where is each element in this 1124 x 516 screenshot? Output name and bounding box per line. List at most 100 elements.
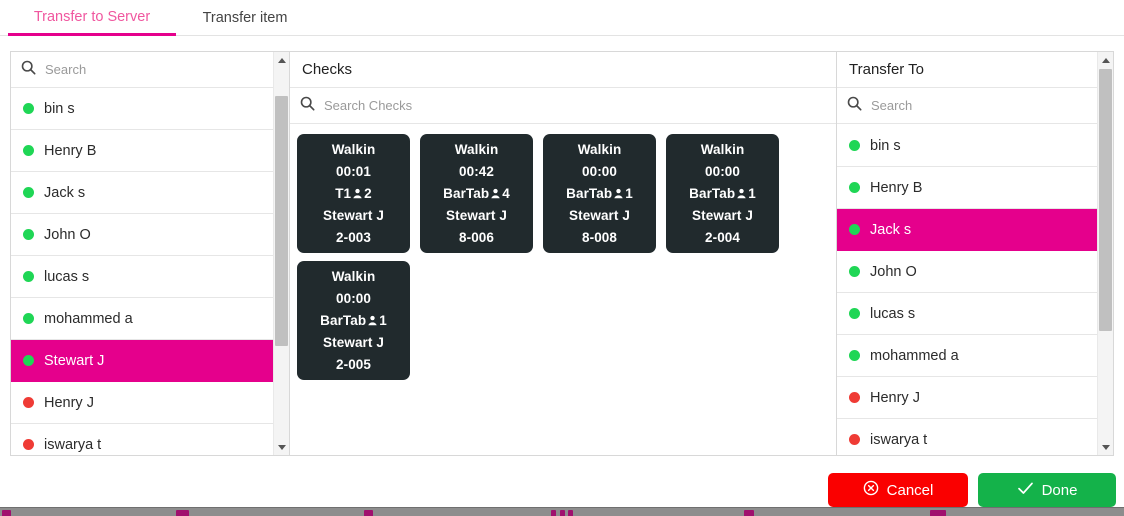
cancel-button-label: Cancel	[886, 481, 934, 499]
servers-scroll-thumb[interactable]	[275, 96, 288, 346]
check-card-table: BarTab	[566, 185, 613, 201]
taskbar-icon-7[interactable]	[744, 510, 754, 516]
transfer-to-search-row[interactable]: Search	[837, 88, 1113, 124]
chevron-down-icon	[1101, 444, 1110, 450]
checks-search-input[interactable]: Search Checks	[324, 98, 413, 113]
search-icon	[300, 96, 315, 116]
servers-scrollbar[interactable]	[273, 52, 289, 455]
servers-search-row[interactable]: Search	[11, 52, 289, 88]
status-dot-online-icon	[23, 187, 34, 198]
dialog-footer: Cancel Done	[0, 468, 1124, 512]
server-list-item-row[interactable]: Henry J	[11, 382, 273, 424]
server-list-item-row[interactable]: Henry B	[11, 130, 273, 172]
status-dot-online-icon	[23, 145, 34, 156]
server-list-item-label: Henry J	[44, 394, 94, 411]
taskbar-icon-4[interactable]	[551, 510, 556, 516]
transfer-to-list-item-row[interactable]: John O	[837, 251, 1097, 293]
check-card-type: Walkin	[331, 268, 376, 284]
transfer-to-scrollbar[interactable]	[1097, 52, 1113, 455]
check-card-table: T1	[335, 185, 352, 201]
server-list-item-label: iswarya t	[44, 436, 102, 453]
server-list-item-row[interactable]: iswarya t	[11, 424, 273, 455]
servers-scroll-down-button[interactable]	[274, 439, 289, 455]
os-taskbar-sliver[interactable]	[0, 507, 1124, 516]
check-card-time: 00:00	[704, 163, 741, 179]
server-list-item-label: bin s	[44, 100, 75, 117]
check-card-number: 8-006	[458, 229, 495, 245]
check-card-type: Walkin	[331, 141, 376, 157]
taskbar-icon-6[interactable]	[568, 510, 573, 516]
taskbar-icon-1[interactable]	[2, 510, 11, 516]
status-dot-online-icon	[849, 350, 860, 361]
transfer-to-list-item-row[interactable]: Henry J	[837, 377, 1097, 419]
transfer-to-list-item-row[interactable]: mohammed a	[837, 335, 1097, 377]
check-card-table: BarTab	[443, 185, 490, 201]
status-dot-online-icon	[849, 266, 860, 277]
check-card-server: Stewart J	[323, 334, 384, 350]
taskbar-icon-3[interactable]	[364, 510, 373, 516]
servers-scroll-up-button[interactable]	[274, 52, 289, 68]
taskbar-icon-8[interactable]	[930, 510, 946, 516]
status-dot-online-icon	[849, 182, 860, 193]
transfer-to-list-item-row[interactable]: iswarya t	[837, 419, 1097, 455]
check-card-table-guests: BarTab 1	[566, 184, 633, 204]
transfer-to-list-item-label: Henry B	[870, 179, 923, 196]
transfer-to-list-item-label: Jack s	[870, 221, 912, 238]
status-dot-offline-icon	[849, 434, 860, 445]
check-card-number: 2-003	[335, 229, 372, 245]
guest-person-icon	[367, 315, 378, 326]
check-card-number: 2-005	[335, 356, 372, 372]
check-card-guest-count: 1	[748, 185, 756, 201]
cancel-button[interactable]: Cancel	[828, 473, 968, 507]
tab-transfer-to-server[interactable]: Transfer to Server	[8, 0, 176, 36]
server-list-item-row[interactable]: bin s	[11, 88, 273, 130]
server-list-item-row[interactable]: Jack s	[11, 172, 273, 214]
status-dot-offline-icon	[23, 439, 34, 450]
transfer-to-list-item-row[interactable]: lucas s	[837, 293, 1097, 335]
check-card-type: Walkin	[577, 141, 622, 157]
done-button-label: Done	[1041, 481, 1078, 499]
check-card-server: Stewart J	[446, 207, 507, 223]
transfer-to-list-item-row[interactable]: Henry B	[837, 167, 1097, 209]
checks-search-row[interactable]: Search Checks	[290, 88, 836, 124]
server-list-item-label: Stewart J	[44, 352, 105, 369]
transfer-to-list-item-label: John O	[870, 263, 917, 280]
transfer-to-search-input[interactable]: Search	[871, 98, 913, 113]
tab-transfer-item[interactable]: Transfer item	[176, 0, 314, 36]
check-card-number: 2-004	[704, 229, 741, 245]
transfer-to-scroll-thumb[interactable]	[1099, 69, 1112, 331]
taskbar-icon-2[interactable]	[176, 510, 189, 516]
taskbar-icon-5[interactable]	[560, 510, 565, 516]
chevron-down-icon	[277, 444, 286, 450]
check-card-table: BarTab	[689, 185, 736, 201]
check-card-server: Stewart J	[569, 207, 630, 223]
servers-search-input[interactable]: Search	[45, 62, 87, 77]
transfer-to-scroll-up-button[interactable]	[1098, 52, 1113, 68]
status-dot-offline-icon	[849, 392, 860, 403]
done-button[interactable]: Done	[978, 473, 1116, 507]
status-dot-online-icon	[23, 229, 34, 240]
transfer-to-list-item-row[interactable]: Jack s	[837, 209, 1097, 251]
transfer-to-scroll-down-button[interactable]	[1098, 439, 1113, 455]
transfer-to-list-item-row[interactable]: bin s	[837, 125, 1097, 167]
check-card-guest-count: 1	[625, 185, 633, 201]
check-icon	[1017, 480, 1034, 500]
server-list-item-row[interactable]: John O	[11, 214, 273, 256]
server-list-item-row[interactable]: lucas s	[11, 256, 273, 298]
server-list-item-row[interactable]: mohammed a	[11, 298, 273, 340]
guest-person-icon	[736, 188, 747, 199]
check-card-time: 00:42	[458, 163, 495, 179]
server-list-item-label: Jack s	[44, 184, 86, 201]
server-list-item-row[interactable]: Stewart J	[11, 340, 273, 382]
cancel-icon	[863, 480, 879, 500]
